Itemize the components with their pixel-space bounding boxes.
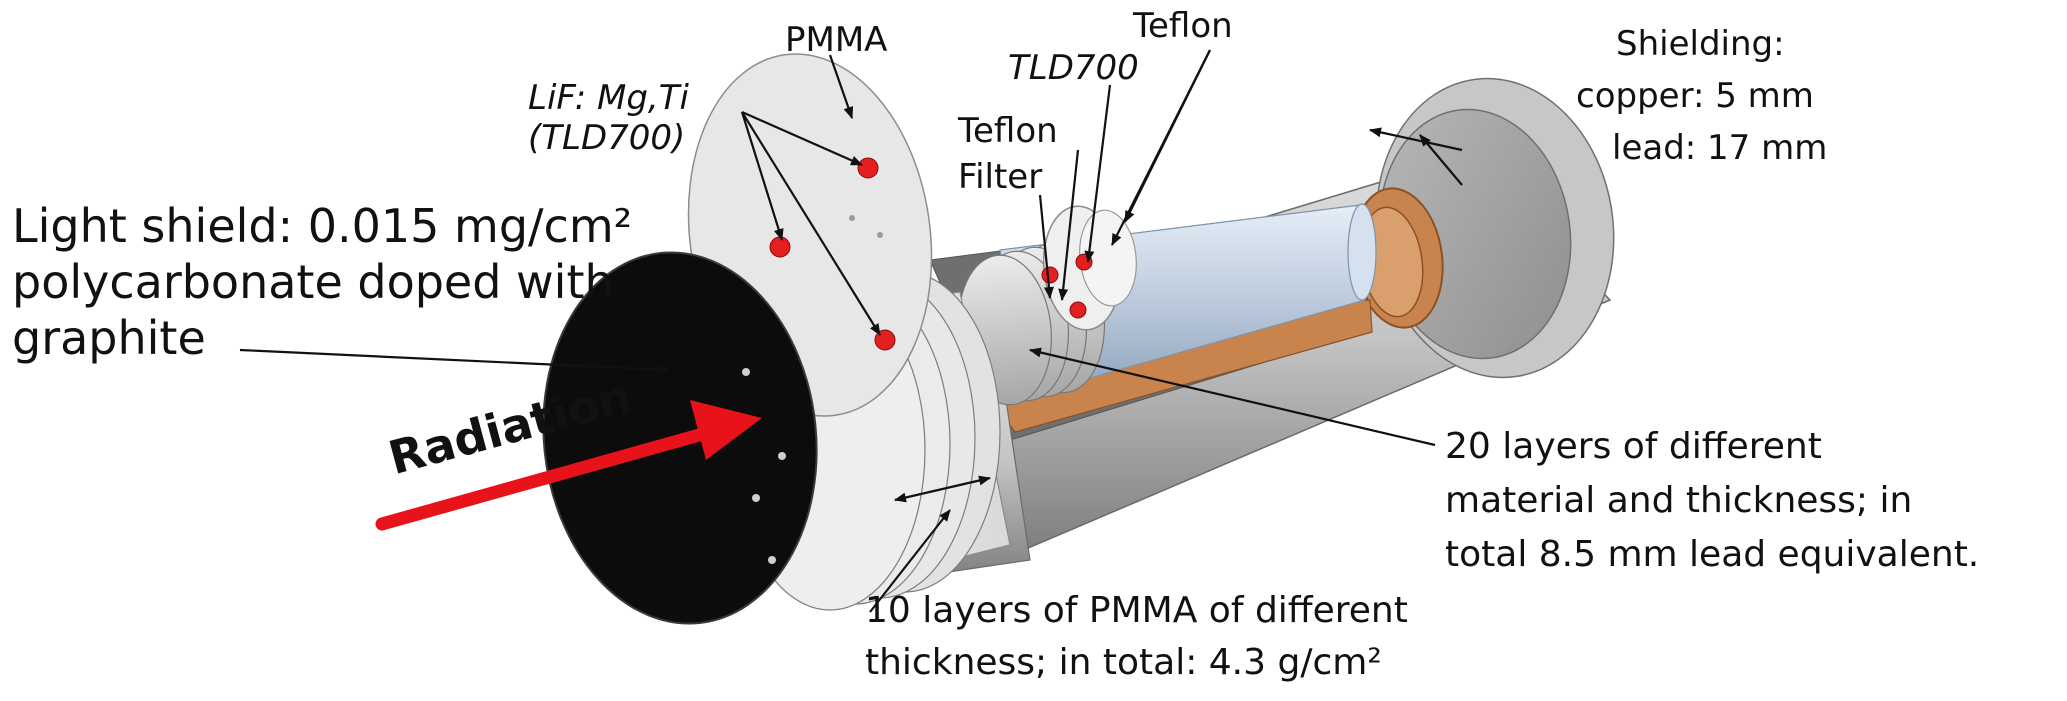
tld-dot: [1041, 266, 1059, 284]
ten-layers-line1: 10 layers of PMMA of different: [865, 590, 1408, 631]
ten-layers-line2: thickness; in total: 4.3 g/cm²: [865, 642, 1382, 683]
tld-dot: [1069, 301, 1087, 319]
twenty-layers-label: 20 layers of different material and thic…: [1445, 420, 1979, 582]
pmma-label: PMMA: [785, 20, 888, 60]
twenty-layers-line2: material and thickness; in: [1445, 480, 1913, 521]
lif-label: LiF: Mg,Ti (TLD700): [528, 78, 689, 158]
lif-label-line2: (TLD700): [528, 118, 686, 158]
teflon-top-label: Teflon: [1133, 6, 1233, 46]
tld-dot: [769, 236, 791, 258]
light-shield-line2: polycarbonate doped with: [12, 255, 614, 309]
tld-dot: [857, 157, 879, 179]
twenty-layers-line1: 20 layers of different: [1445, 426, 1822, 467]
light-shield-line3: graphite: [12, 311, 206, 365]
ten-layers-label: 10 layers of PMMA of different thickness…: [865, 585, 1408, 689]
tld700-label: TLD700: [1008, 48, 1139, 88]
shielding-lead: lead: 17 mm: [1612, 128, 1828, 168]
shielding-title: Shielding:: [1616, 24, 1785, 64]
annotation-pointers: [239, 49, 1463, 613]
twenty-layers-line3: total 8.5 mm lead equivalent.: [1445, 534, 1980, 575]
radiation-arrow: [375, 400, 762, 531]
light-shield-line1: Light shield: 0.015 mg/cm²: [12, 199, 633, 253]
light-shield-label: Light shield: 0.015 mg/cm² polycarbonate…: [12, 198, 632, 366]
teflon-filter-line1: Teflon: [958, 111, 1058, 151]
lif-label-line1: LiF: Mg,Ti: [528, 78, 689, 118]
teflon-filter-label: Teflon Filter: [958, 108, 1058, 200]
shielding-copper: copper: 5 mm: [1576, 76, 1814, 116]
teflon-filter-line2: Filter: [958, 157, 1043, 197]
